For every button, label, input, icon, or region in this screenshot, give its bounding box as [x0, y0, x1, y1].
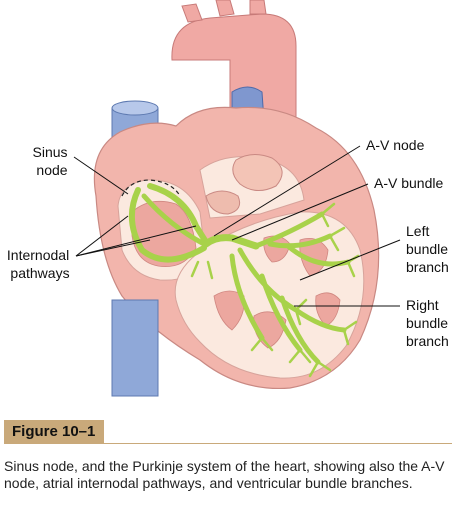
- valve-ring-left: [205, 190, 241, 215]
- label-sinus-node: Sinus node: [33, 144, 72, 178]
- sinus-node-outline: [121, 179, 181, 197]
- leader-av-node: [213, 145, 361, 237]
- heart-conduction-diagram: Sinus node Internodal pathways A-V node …: [7, 0, 452, 397]
- label-av-bundle: A-V bundle: [374, 175, 443, 191]
- label-right-bundle-branch: Right bundle branch: [406, 297, 452, 349]
- leader-lines: [73, 145, 401, 307]
- leader-sinus-node: [73, 156, 129, 195]
- valve-ring: [232, 154, 283, 191]
- leader-internodal-1: [75, 215, 129, 257]
- internodal-pathway-middle: [141, 193, 207, 247]
- label-av-node: A-V node: [366, 137, 425, 153]
- inferior-vena-cava: [111, 299, 159, 397]
- internodal-pathway-posterior: [128, 187, 207, 263]
- figure-tag: Figure 10–1: [4, 420, 104, 444]
- figure-caption: Sinus node, and the Purkinje system of t…: [4, 458, 445, 491]
- av-bundle-path: [202, 234, 260, 250]
- figure-tag-rule: [104, 443, 452, 444]
- aortic-branches: [181, 0, 267, 23]
- label-left-bundle-branch: Left bundle branch: [406, 223, 452, 275]
- label-internodal-pathways: Internodal pathways: [7, 247, 73, 281]
- leader-av-bundle: [231, 183, 369, 241]
- leader-left-bundle: [299, 239, 401, 281]
- leader-internodal-3: [75, 225, 197, 257]
